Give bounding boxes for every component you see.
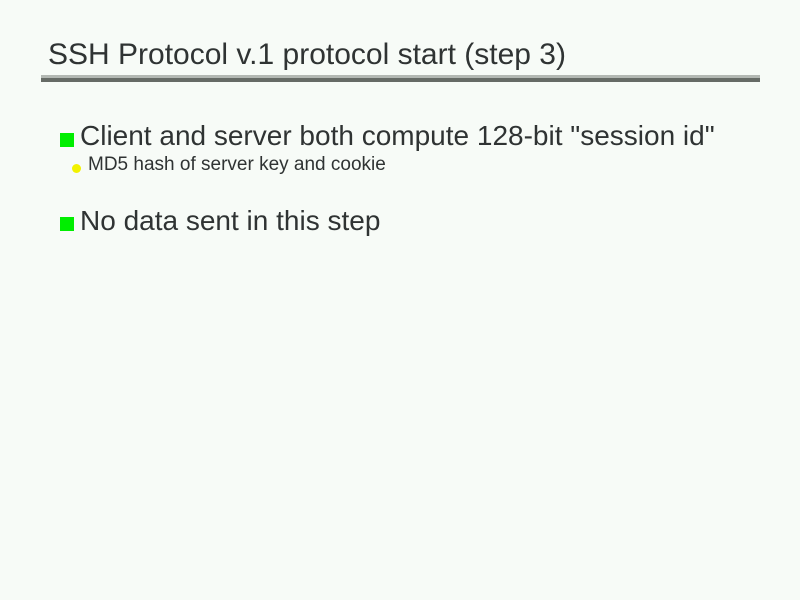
bullet-text: Client and server both compute 128-bit "…: [80, 120, 715, 151]
sub-bullet-text: MD5 hash of server key and cookie: [88, 154, 386, 175]
green-square-bullet-icon: [60, 133, 74, 147]
bullet-item: Client and server both compute 128-bit "…: [60, 122, 715, 150]
sub-bullet-item: MD5 hash of server key and cookie: [72, 155, 386, 174]
bullet-item: No data sent in this step: [60, 207, 380, 235]
title-underline-rule-light: [41, 75, 760, 78]
yellow-circle-bullet-icon: [72, 164, 81, 173]
page-title: SSH Protocol v.1 protocol start (step 3): [48, 38, 566, 71]
bullet-text: No data sent in this step: [80, 205, 381, 236]
title-underline-rule-dark: [41, 78, 760, 82]
green-square-bullet-icon: [60, 217, 74, 231]
title-underline-rule: [41, 75, 760, 82]
